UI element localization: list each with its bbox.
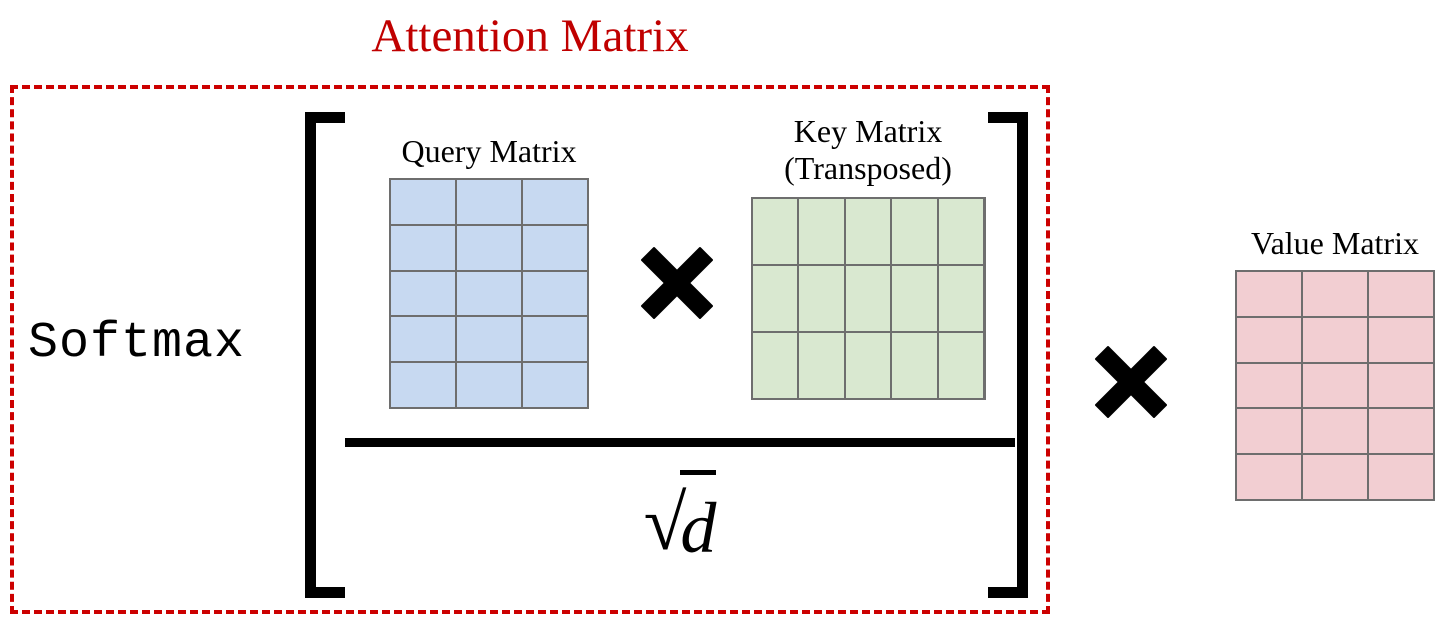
key-matrix-cell [892, 333, 937, 398]
page-title: Attention Matrix [371, 10, 689, 62]
value-matrix-cell [1369, 455, 1433, 499]
value-matrix-label: Value Matrix [1251, 225, 1419, 261]
value-matrix-cell [1369, 317, 1433, 362]
value-matrix-cell [1237, 317, 1301, 362]
key-matrix-cell [752, 333, 798, 398]
key-matrix-cell [938, 333, 984, 398]
key-matrix-cell [799, 266, 844, 331]
query-matrix-cell [391, 225, 455, 270]
value-matrix-cell [1237, 363, 1301, 408]
value-matrix-cell [1237, 455, 1301, 499]
key-matrix-cell [938, 266, 984, 331]
value-matrix-cell [1237, 409, 1301, 454]
fraction-bar [345, 438, 1015, 447]
key-matrix-cell [799, 199, 844, 264]
multiply-icon-attention-value [1088, 339, 1174, 425]
value-matrix-cell [1303, 363, 1367, 408]
key-matrix-cell [799, 333, 844, 398]
query-matrix-cell [523, 363, 587, 407]
multiply-icon-query-key [634, 240, 720, 326]
key-matrix-cell [892, 199, 937, 264]
attention-matrix-dashed-box [10, 85, 1050, 614]
query-matrix-grid [389, 178, 589, 409]
query-matrix-cell [391, 271, 455, 316]
query-matrix-cell [523, 317, 587, 362]
radical-icon: √ [643, 479, 687, 566]
query-matrix-cell [457, 271, 521, 316]
query-matrix-cell [391, 363, 455, 407]
value-matrix-cell [1303, 409, 1367, 454]
key-matrix-grid [750, 197, 986, 400]
key-matrix-label: Key Matrix (Transposed) [784, 113, 952, 186]
bracket-left [305, 112, 345, 598]
query-matrix-cell [457, 317, 521, 362]
value-matrix-cell [1369, 363, 1433, 408]
variable-d: d [680, 488, 717, 568]
query-matrix-group: Query Matrix [368, 133, 610, 409]
softmax-label: Softmax [28, 315, 246, 372]
key-matrix-cell [938, 199, 984, 264]
query-matrix-cell [391, 180, 455, 224]
query-matrix-cell [457, 180, 521, 224]
query-matrix-cell [523, 225, 587, 270]
value-matrix-cell [1369, 409, 1433, 454]
query-matrix-cell [457, 363, 521, 407]
key-matrix-cell [845, 199, 891, 264]
value-matrix-cell [1303, 272, 1367, 316]
key-matrix-cell [752, 199, 798, 264]
query-matrix-cell [523, 271, 587, 316]
query-matrix-label: Query Matrix [401, 133, 577, 169]
query-matrix-cell [391, 317, 455, 362]
query-matrix-cell [457, 225, 521, 270]
key-matrix-group: Key Matrix (Transposed) [737, 113, 999, 400]
key-matrix-cell [845, 333, 891, 398]
value-matrix-grid [1235, 270, 1435, 501]
key-matrix-cell [752, 266, 798, 331]
value-matrix-cell [1369, 272, 1433, 316]
sqrt-d-denominator: √d [345, 470, 1015, 573]
value-matrix-cell [1303, 317, 1367, 362]
key-matrix-cell [845, 266, 891, 331]
key-matrix-cell [892, 266, 937, 331]
value-matrix-cell [1237, 272, 1301, 316]
bracket-right [988, 112, 1028, 598]
value-matrix-group: Value Matrix [1214, 225, 1456, 501]
value-matrix-cell [1303, 455, 1367, 499]
query-matrix-cell [523, 180, 587, 224]
